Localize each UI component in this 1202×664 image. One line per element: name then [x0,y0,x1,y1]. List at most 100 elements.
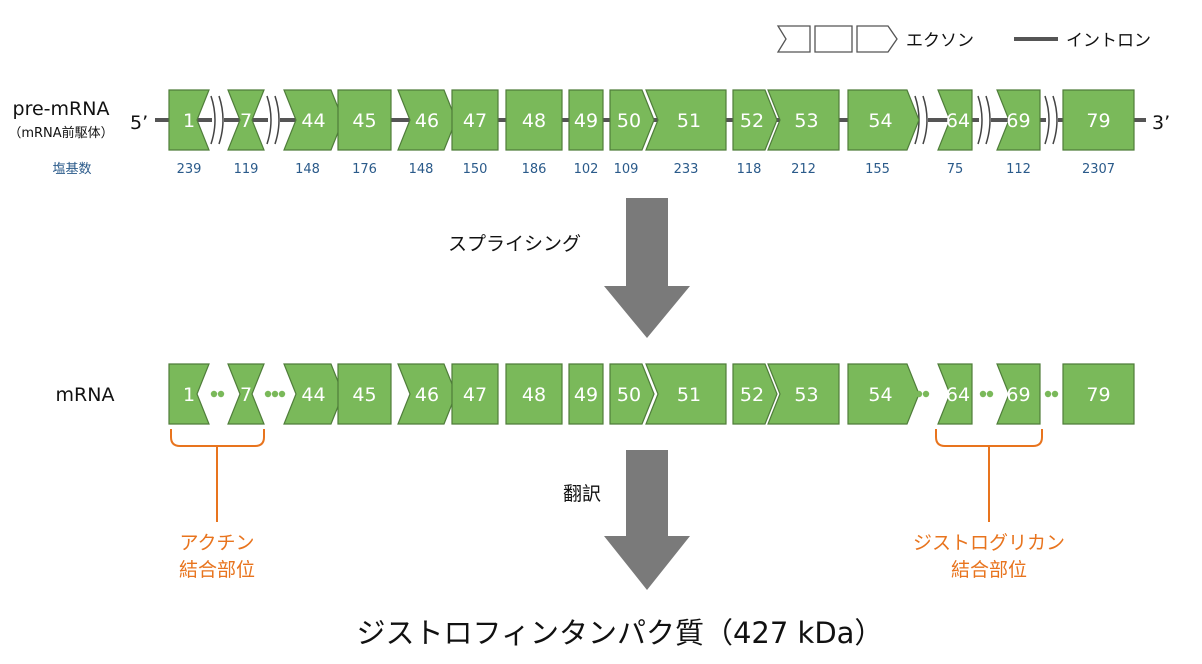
legend-exon-label: エクソン [906,31,974,51]
premrna-exon-number: 69 [1006,110,1030,132]
mrna-exon-47 [451,363,499,425]
base-count-value: 212 [791,162,816,177]
mrna-exon-1 [168,363,210,425]
intron-break-mark [210,95,216,145]
premrna-exon-54 [847,89,920,151]
dystroglycan-bracket [935,429,1043,522]
base-count-value: 155 [865,162,890,177]
premrna-exon-number: 7 [240,110,252,132]
intron-break-mark [218,95,224,145]
premrna-exon-number: 64 [946,110,970,132]
mrna-exon-number: 44 [301,384,325,406]
translation-label: 翻訳 [563,483,601,505]
mrna-gap-dot [986,390,994,398]
premrna-exon-1 [168,89,210,151]
mrna-exon-79 [1062,363,1135,425]
translation-arrow [604,450,690,590]
premrna-exon-number: 52 [740,110,764,132]
intron-break-mark [266,95,272,145]
premrna-exon-79 [1062,89,1135,151]
protein-label: ジストロフィンタンパク質（427 kDa） [357,616,884,650]
base-count-value: 112 [1006,162,1031,177]
mrna-exon-49 [568,363,604,425]
base-count-value: 109 [614,162,639,177]
premrna-sublabel: （mRNA前駆体） [8,125,113,141]
base-count-value: 102 [574,162,599,177]
dystroglycan-site-label-line2: 結合部位 [951,559,1027,581]
base-count-value: 119 [234,162,259,177]
mrna-gap-dot [217,390,225,398]
intron-break-mark [985,95,991,145]
legend-intron-label: イントロン [1066,31,1151,51]
mrna-exon-number: 54 [868,384,892,406]
base-count-value: 176 [352,162,377,177]
actin-site-label-line2: 結合部位 [179,559,255,581]
mrna-exon-number: 48 [522,384,546,406]
legend: エクソン イントロン [776,25,1151,53]
actin-bracket [170,429,265,522]
premrna-exon-44 [283,89,344,151]
actin-site-label-line1: アクチン [179,532,254,554]
premrna-exon-69 [996,89,1041,151]
premrna-exon-number: 54 [868,110,892,132]
mrna-exon-64 [937,363,973,425]
mrna-exon-number: 49 [574,384,598,406]
premrna-exon-number: 45 [352,110,376,132]
mrna-exon-69 [996,363,1041,425]
mrna-exon-number: 79 [1086,384,1110,406]
premrna-exon-46 [397,89,457,151]
base-count-value: 148 [409,162,434,177]
intron-break-mark [1044,95,1050,145]
base-count-value: 75 [947,162,964,177]
mrna-exon-52 [732,363,778,425]
mrna-exon-54 [847,363,920,425]
mrna-label: mRNA [56,384,115,406]
premrna-exon-48 [505,89,563,151]
mrna-exon-number: 46 [415,384,439,406]
mrna-gap-dot [210,390,218,398]
premrna-exon-number: 79 [1086,110,1110,132]
mrna-exon-number: 51 [677,384,701,406]
mrna-exon-51 [645,363,727,425]
mrna-gap-dot [922,390,930,398]
base-count-label: 塩基数 [52,162,91,177]
mrna-gap-dot [1044,390,1052,398]
intron-break-mark [274,95,280,145]
premrna-exon-number: 1 [183,110,195,132]
mrna-exon-48 [505,363,563,425]
premrna-exon-49 [568,89,604,151]
premrna-exon-number: 47 [463,110,487,132]
premrna-exon-number: 50 [617,110,641,132]
dystroglycan-site-label-line1: ジストログリカン [913,532,1065,554]
five-prime-label: 5’ [130,112,148,134]
mrna-gap-dot [915,390,923,398]
splicing-label: スプライシング [448,233,581,255]
premrna-exon-7 [227,89,265,151]
three-prime-label: 3’ [1152,112,1170,134]
mrna-exon-44 [283,363,344,425]
premrna-exon-number: 53 [794,110,818,132]
premrna-exon-51 [645,89,727,151]
premrna-exon-number: 46 [415,110,439,132]
intron-break-mark [977,95,983,145]
base-count-value: 233 [674,162,699,177]
mrna-gap-dot [264,390,272,398]
premrna-exon-number: 44 [301,110,325,132]
premrna-exon-52 [732,89,778,151]
legend-exon-symbol [776,25,898,53]
mrna-exon-number: 1 [183,384,195,406]
mrna-exon-number: 53 [794,384,818,406]
mrna-exon-45 [337,363,392,425]
premrna-exon-64 [937,89,973,151]
premrna-exon-53 [767,89,840,151]
mrna-gap-dot [271,390,279,398]
mrna-exon-46 [397,363,457,425]
mrna-gap-dot [908,390,916,398]
base-count-value: 239 [177,162,202,177]
mrna-gap-dot [278,390,286,398]
premrna-exon-number: 51 [677,110,701,132]
mrna-exon-number: 64 [946,384,970,406]
base-count-value: 2307 [1082,162,1115,177]
mrna-exon-number: 50 [617,384,641,406]
